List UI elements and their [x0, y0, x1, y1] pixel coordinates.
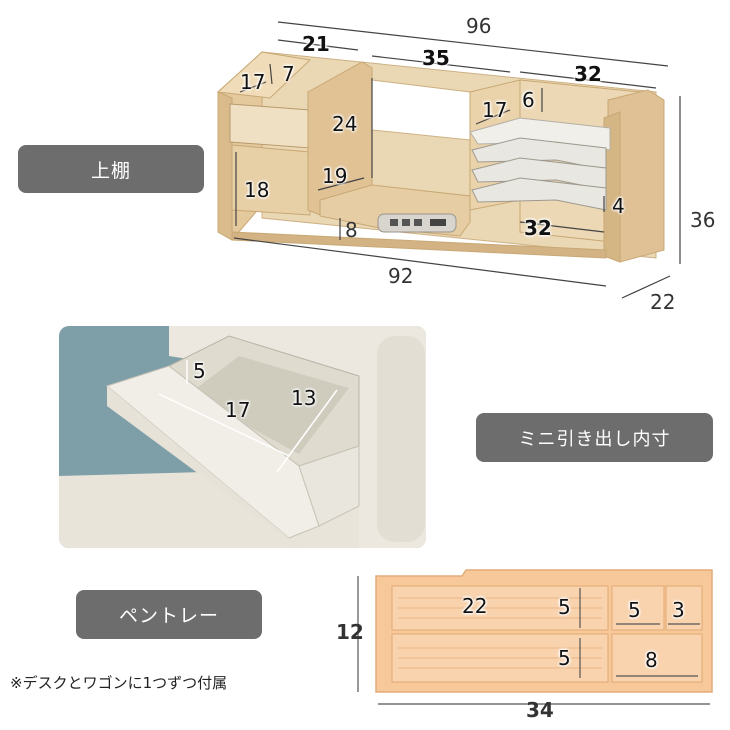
tray-label: ペントレー [76, 590, 262, 639]
tray-dim-small-w2: 3 [672, 598, 685, 622]
dim-inner-depth: 19 [322, 164, 348, 188]
drawer-label: ミニ引き出し内寸 [476, 413, 713, 462]
shelf-label: 上棚 [18, 145, 204, 193]
dim-file-gap: 6 [522, 88, 535, 112]
dim-middle-width: 35 [422, 46, 450, 70]
dim-base-height: 8 [345, 218, 358, 242]
dim-bottom-width: 92 [388, 264, 414, 288]
tray-dim-h2: 5 [558, 646, 571, 670]
dim-right-inner: 32 [524, 216, 552, 240]
tray-dim-h1: 5 [558, 595, 571, 619]
dim-middle-height: 24 [332, 112, 358, 136]
tray-dim-long: 22 [462, 594, 488, 618]
drawer-dim-height: 5 [193, 359, 206, 383]
dim-total-width: 96 [466, 14, 492, 38]
dim-left-width: 21 [302, 32, 330, 56]
dim-right-width: 32 [574, 62, 602, 86]
drawer-photo: 5 17 13 [59, 326, 426, 548]
dim-drawer-depth: 17 [240, 70, 266, 94]
drawer-illustration [59, 326, 426, 548]
tray-dim-height: 12 [336, 620, 364, 644]
tray-dim-width: 34 [526, 698, 554, 722]
dim-height: 36 [690, 208, 716, 232]
dim-file-depth: 17 [482, 98, 508, 122]
dim-file-gap2: 4 [612, 194, 625, 218]
dim-depth: 22 [650, 290, 676, 314]
drawer-dim-width: 17 [225, 398, 251, 422]
dim-left-height: 18 [244, 178, 270, 202]
dim-drawer-height: 7 [282, 62, 295, 86]
accessory-note: ※デスクとワゴンに1つずつ付属 [10, 674, 228, 692]
tray-dim-small-w3: 8 [645, 648, 658, 672]
tray-dim-small-w1: 5 [628, 598, 641, 622]
drawer-dim-depth: 13 [291, 386, 317, 410]
